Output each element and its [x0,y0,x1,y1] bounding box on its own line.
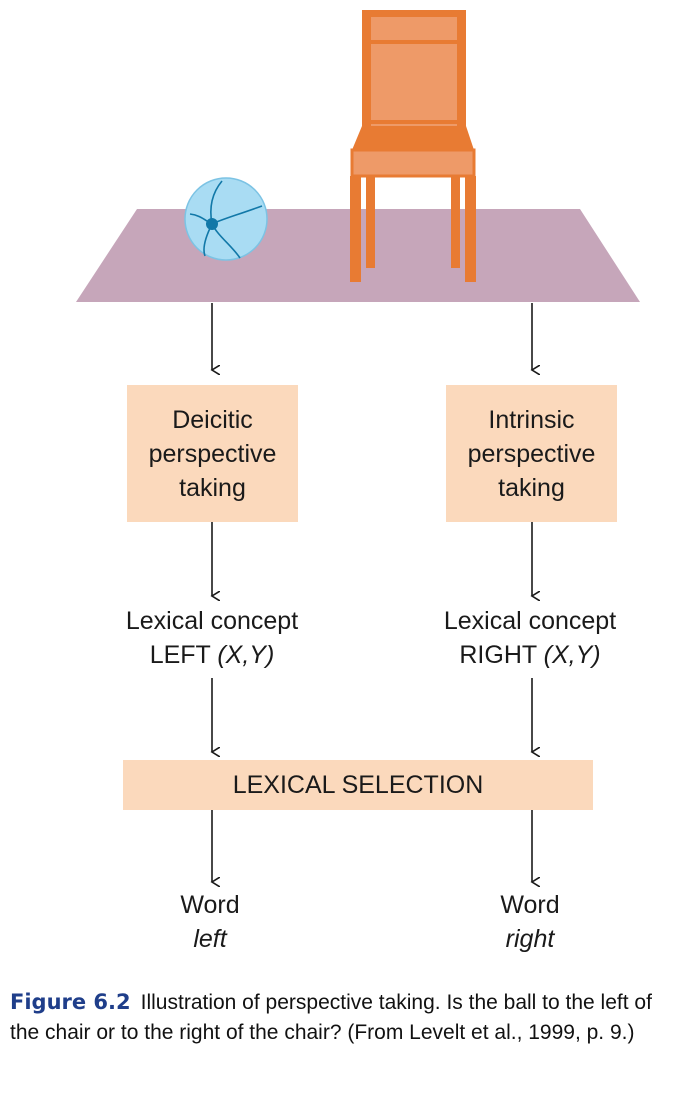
concept-right-label: Lexical concept [443,607,617,635]
concept-right-args: (X,Y) [543,641,601,669]
deictic-perspective-box: Deicitic perspective taking [127,385,298,522]
intrinsic-line-1: Intrinsic [488,405,575,434]
intrinsic-perspective-box: Intrinsic perspective taking [446,385,617,522]
concept-left-args: (X,Y) [217,641,275,669]
figure-label: Figure 6.2 [10,990,131,1014]
concept-left-value: LEFT (X,Y) [92,638,332,672]
word-right-label: Word [500,891,560,919]
word-right: Word right [470,888,590,956]
lexical-concept-right: Lexical concept RIGHT (X,Y) [410,604,650,672]
ball [184,177,268,261]
concept-right-value: RIGHT (X,Y) [410,638,650,672]
connector-arrows [212,303,532,882]
word-left-label: Word [180,891,240,919]
concept-right-word: RIGHT [459,641,537,669]
chair [350,10,476,282]
lexical-selection-label: LEXICAL SELECTION [232,771,484,799]
word-left-value: left [193,925,227,953]
deictic-line-3: taking [179,473,246,502]
intrinsic-line-2: perspective [467,439,596,468]
lexical-concept-left: Lexical concept LEFT (X,Y) [92,604,332,672]
deictic-line-1: Deicitic [172,405,253,434]
lexical-selection-box: LEXICAL SELECTION [123,760,593,810]
concept-left-word: LEFT [149,641,211,669]
word-right-value: right [505,925,555,953]
concept-left-label: Lexical concept [125,607,299,635]
caption-text: Illustration of perspective taking. Is t… [10,991,652,1044]
intrinsic-line-3: taking [498,473,565,502]
word-left: Word left [150,888,270,956]
deictic-line-2: perspective [148,439,277,468]
